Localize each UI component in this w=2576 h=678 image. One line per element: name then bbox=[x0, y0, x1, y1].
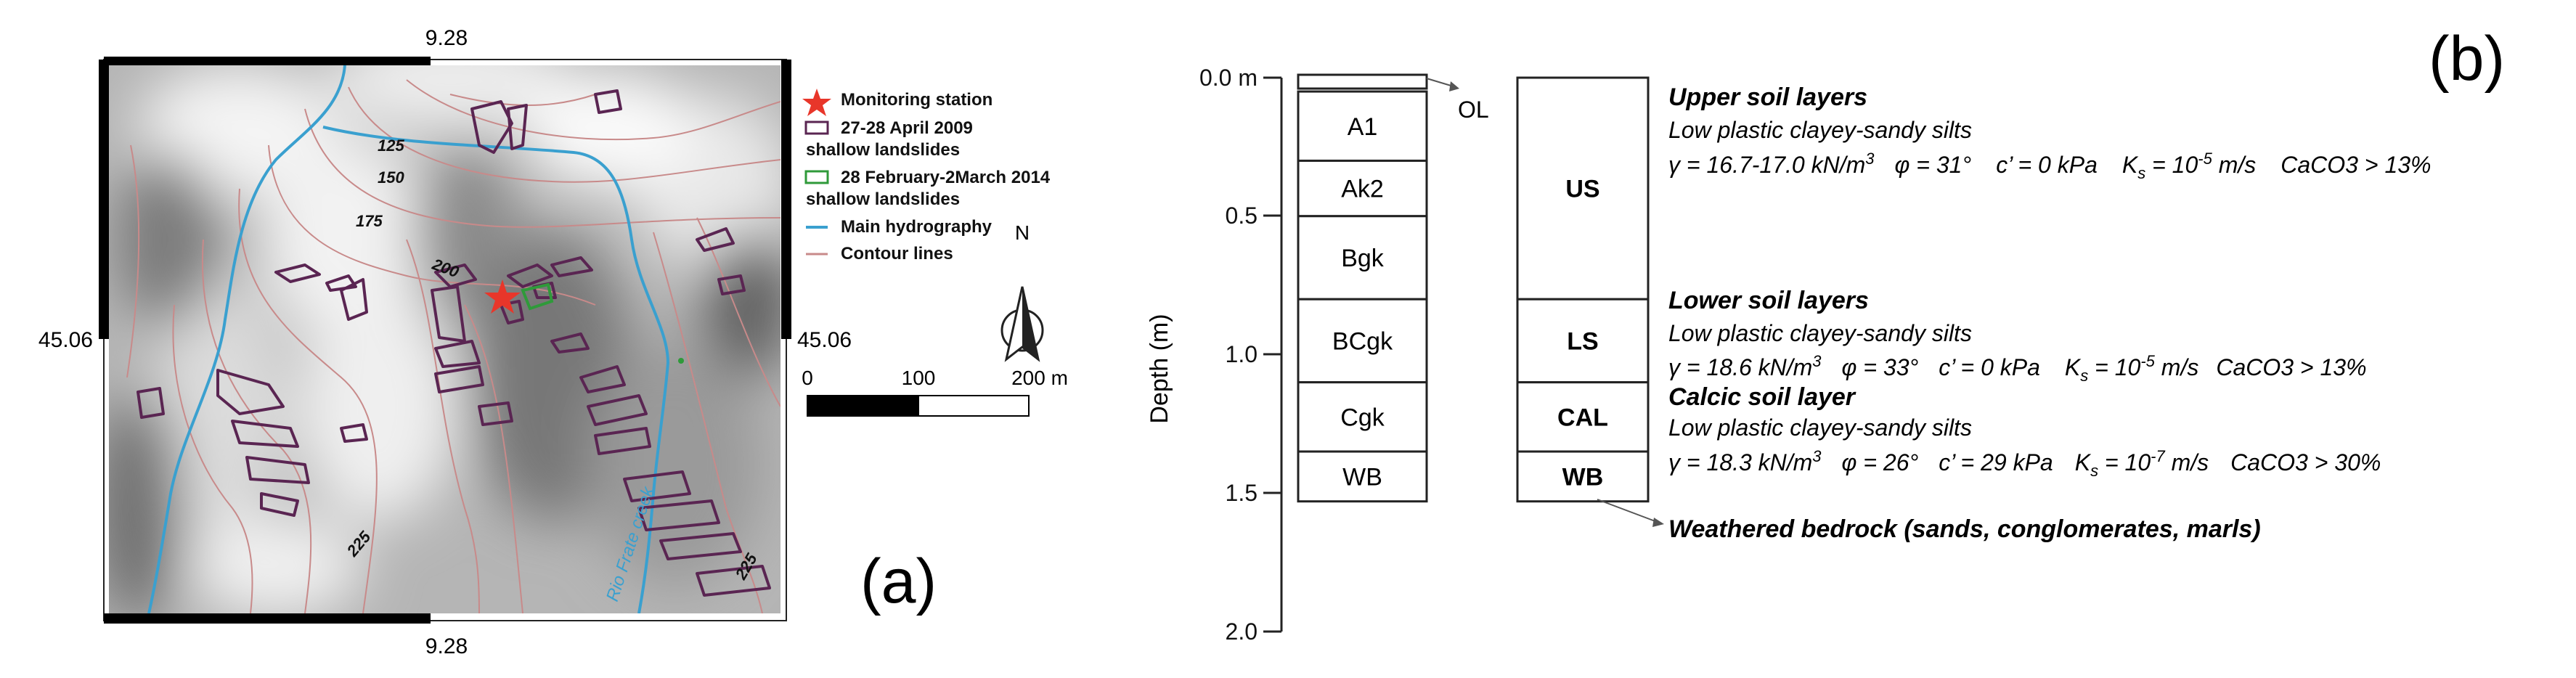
main-hydrography bbox=[147, 65, 670, 613]
scale-tick-100: 100 bbox=[902, 367, 936, 389]
map-legend: Monitoring station 27-28 April 2009 shal… bbox=[802, 89, 1051, 264]
landslide-2014-small bbox=[678, 358, 684, 364]
profile-layer-label: Bgk bbox=[1341, 245, 1385, 272]
ol-label: OL bbox=[1458, 97, 1489, 123]
coord-lat-right: 45.06 bbox=[797, 328, 852, 352]
model-layer-label: US bbox=[1565, 176, 1599, 203]
profile-layer-label: Ak2 bbox=[1341, 176, 1384, 203]
coord-lon-bottom: 9.28 bbox=[425, 634, 468, 658]
bedrock-leader-arrow bbox=[1652, 518, 1664, 527]
neatline-left-black bbox=[99, 60, 109, 339]
upper-title: Upper soil layers bbox=[1668, 83, 1867, 111]
upper-desc: Low plastic clayey-sandy silts bbox=[1668, 117, 1972, 143]
lower-desc: Low plastic clayey-sandy silts bbox=[1668, 320, 1972, 346]
panel-a-label: (a) bbox=[860, 547, 937, 616]
ol-leader-arrow bbox=[1449, 81, 1459, 91]
panel-b-label: (b) bbox=[2429, 24, 2505, 94]
contour-label: 125 bbox=[378, 136, 404, 155]
depth-tick-label: 1.5 bbox=[1226, 480, 1258, 506]
legend-2009-swatch bbox=[804, 121, 829, 135]
legend-2014-line2: shallow landslides bbox=[806, 189, 960, 209]
profile-layer bbox=[1297, 215, 1428, 301]
profile-layer-label: Cgk bbox=[1340, 404, 1385, 431]
svg-text:N: N bbox=[1015, 221, 1030, 244]
lower-title: Lower soil layers bbox=[1668, 287, 1869, 314]
hillshade bbox=[109, 65, 780, 613]
landslides-2009 bbox=[136, 89, 771, 597]
bedrock-leader-line bbox=[1597, 499, 1660, 523]
model-layer-label: LS bbox=[1567, 327, 1598, 355]
profile-layer bbox=[1297, 90, 1428, 162]
profile-layer bbox=[1297, 159, 1428, 218]
lower-soil-description: Lower soil layers Low plastic clayey-san… bbox=[1668, 287, 2367, 385]
depth-tick-label: 1.0 bbox=[1226, 341, 1258, 367]
depth-tick-label: 2.0 bbox=[1226, 618, 1258, 645]
profile-layer-label: WB bbox=[1342, 463, 1382, 491]
profile-layer-label: A1 bbox=[1348, 113, 1378, 141]
bedrock-label: Weathered bedrock (sands, conglomerates,… bbox=[1668, 515, 2261, 543]
profile-layer bbox=[1297, 450, 1428, 503]
map-panel: 125 150 175 200 225 225 Rio Frate creek … bbox=[38, 26, 852, 658]
calcic-soil-description: Calcic soil layer Low plastic clayey-san… bbox=[1668, 383, 2381, 480]
model-layer-label: WB bbox=[1562, 463, 1604, 491]
neatline-top-black bbox=[104, 57, 431, 67]
scale-bar: 0 100 200 m bbox=[802, 367, 1068, 417]
depth-tick-label: 0.5 bbox=[1226, 203, 1258, 229]
upper-soil-description: Upper soil layers Low plastic clayey-san… bbox=[1668, 83, 2431, 182]
ol-layer bbox=[1297, 73, 1428, 90]
neatline-right-black bbox=[781, 60, 791, 339]
legend-hydrography: Main hydrography bbox=[841, 217, 993, 237]
depth-axis-ticks bbox=[1263, 76, 1281, 633]
monitoring-station-marker bbox=[484, 279, 521, 314]
model-layer bbox=[1516, 450, 1650, 503]
profile-layer bbox=[1297, 298, 1428, 384]
profile-layer-label: BCgk bbox=[1332, 327, 1393, 355]
neatline-bottom-black bbox=[104, 613, 431, 624]
contour-lines bbox=[126, 79, 780, 613]
landslide-2014 bbox=[521, 282, 554, 311]
scale-tick-200: 200 m bbox=[1011, 367, 1068, 389]
contour-label: 175 bbox=[356, 212, 383, 230]
model-layer-label: CAL bbox=[1557, 404, 1608, 431]
depth-tick-label: 0.0 m bbox=[1199, 65, 1258, 91]
soil-profile-panel: (b) Depth (m) 0.0 m 0.5 1.0 1.5 2.0 A1Ak… bbox=[1146, 24, 2505, 645]
scale-tick-0: 0 bbox=[802, 367, 813, 389]
depth-axis-title: Depth (m) bbox=[1146, 314, 1173, 423]
coord-lon-top: 9.28 bbox=[425, 26, 468, 50]
legend-star-icon bbox=[802, 89, 831, 116]
legend-contours: Contour lines bbox=[841, 244, 953, 264]
coord-lat-left: 45.06 bbox=[38, 328, 93, 352]
legend-2009-line2: shallow landslides bbox=[806, 140, 960, 160]
legend-2009-line1: 27-28 April 2009 bbox=[841, 118, 973, 138]
calcic-title: Calcic soil layer bbox=[1668, 383, 1856, 411]
model-layer bbox=[1516, 298, 1650, 384]
north-arrow-icon: N bbox=[1000, 221, 1044, 362]
contour-label: 150 bbox=[378, 168, 404, 187]
legend-2014-swatch bbox=[804, 170, 829, 184]
calcic-desc: Low plastic clayey-sandy silts bbox=[1668, 414, 1972, 441]
profile-layer bbox=[1297, 381, 1428, 453]
legend-monitoring-station: Monitoring station bbox=[841, 90, 993, 110]
legend-2014-line1: 28 February-2March 2014 bbox=[841, 168, 1051, 187]
